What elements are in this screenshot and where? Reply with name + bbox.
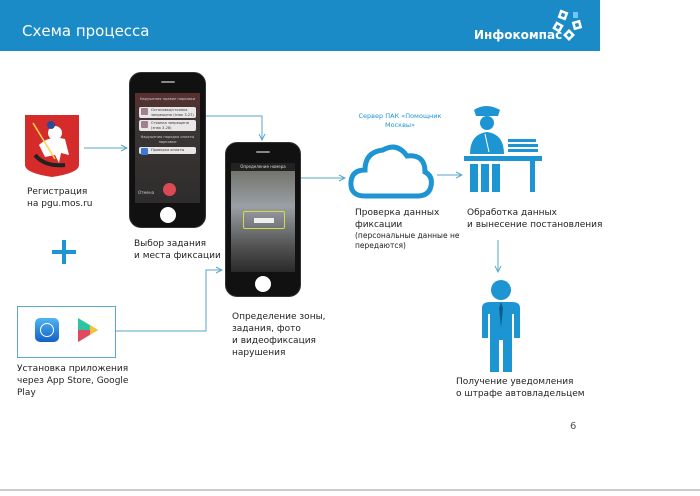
- phone-section-title: Нарушения порядка оплаты парковки: [140, 135, 195, 144]
- registration-label: Регистрация на pgu.mos.ru: [27, 186, 92, 210]
- define-label: Определение зоны, задания, фото и видеоф…: [232, 311, 326, 359]
- text-line: и вынесение постановления: [467, 220, 603, 230]
- task-item[interactable]: Проверка оплаты: [139, 147, 196, 155]
- logo-text: Инфокомпас: [474, 28, 563, 42]
- camera-button[interactable]: [163, 183, 176, 196]
- arrow-phone1-to-phone2: [206, 115, 262, 140]
- plate-detection-frame: [243, 211, 285, 229]
- text-line: нарушения: [232, 348, 286, 358]
- officer-at-desk-icon: [464, 106, 542, 192]
- text-line: Регистрация: [27, 187, 88, 197]
- text-line: Москвы»: [384, 121, 416, 129]
- text-line: фиксации: [355, 220, 403, 230]
- slide-title: Схема процесса: [22, 22, 150, 40]
- plus-icon-vertical: [62, 240, 66, 264]
- moscow-coat-of-arms-icon: [25, 115, 79, 181]
- phone-plate-detection: Определение номера: [225, 142, 301, 297]
- app-stores-box: [17, 306, 116, 358]
- server-label: Сервер ПАК «Помощник Москвы»: [352, 112, 448, 130]
- app-store-icon[interactable]: [35, 318, 59, 342]
- install-label: Установка приложения через App Store, Go…: [17, 363, 128, 399]
- page-number: 6: [570, 421, 577, 432]
- text-line: через App Store, Google: [17, 376, 129, 386]
- text-line: Проверка данных: [355, 208, 440, 218]
- arrow-install-to-phone2: [116, 270, 222, 332]
- notify-label: Получение уведомления о штрафе автовладе…: [456, 376, 585, 400]
- text-line: Установка приложения: [17, 364, 129, 374]
- logo-icon: [552, 9, 583, 42]
- text-line: задания, фото: [232, 324, 301, 334]
- text-line: (персональные данные не: [355, 231, 460, 240]
- header-bar: [0, 0, 600, 51]
- text-line: о штрафе автовладельцем: [456, 389, 585, 399]
- cloud-icon: [348, 144, 434, 199]
- task-item[interactable]: Стоянка запрещена (знак 3.28): [139, 120, 196, 131]
- text-line: Сервер ПАК «Помощник: [358, 112, 442, 120]
- text-line: Обработка данных: [467, 208, 557, 218]
- phone-section-title: Нарушения правил парковки: [139, 97, 196, 101]
- text-line: Получение уведомления: [456, 377, 574, 387]
- task-item[interactable]: Остановка/стоянка запрещена (знак 3.27): [139, 107, 196, 118]
- google-play-icon[interactable]: [76, 317, 100, 343]
- text-line: Выбор задания: [134, 239, 207, 249]
- text-line: Определение зоны,: [232, 312, 326, 322]
- text-line: на pgu.mos.ru: [27, 199, 93, 209]
- text-line: передаются): [355, 241, 406, 250]
- person-icon: [482, 280, 520, 372]
- text-line: и видеофиксация: [232, 336, 316, 346]
- text-line: и места фиксации: [134, 251, 221, 261]
- phone-screen-title: Определение номера: [231, 163, 295, 171]
- text-line: Play: [17, 388, 36, 398]
- phone-task-selection: Нарушения правил парковки Остановка/стоя…: [129, 72, 206, 228]
- check-label: Проверка данных фиксации (персональные д…: [355, 207, 459, 251]
- cancel-button[interactable]: Отмена: [138, 190, 155, 195]
- choose-label: Выбор задания и места фиксации: [134, 238, 221, 262]
- process-label: Обработка данных и вынесение постановлен…: [467, 207, 602, 231]
